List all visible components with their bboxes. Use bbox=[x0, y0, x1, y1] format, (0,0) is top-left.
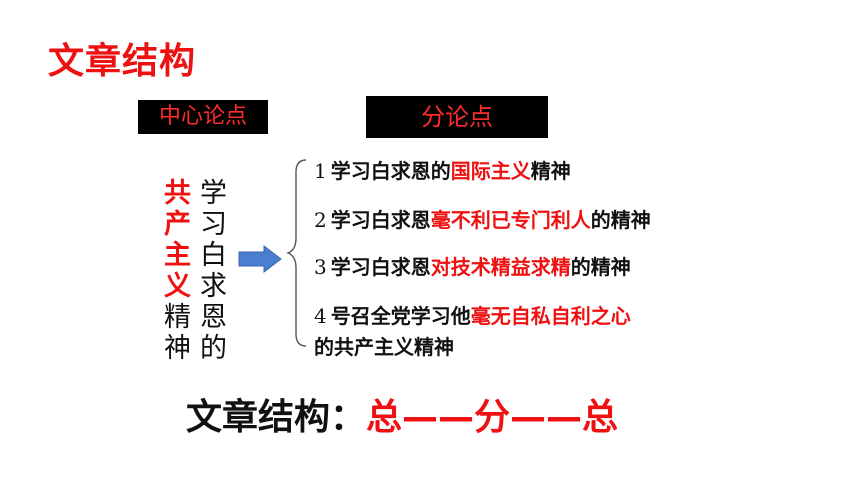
summary-dash: —— bbox=[402, 397, 475, 438]
sub-argument-4-line-2: 的共产主义精神 bbox=[314, 335, 454, 359]
summary-part: 总 bbox=[582, 397, 619, 438]
left-brace-icon bbox=[286, 159, 307, 347]
thesis-char: 产 bbox=[164, 209, 191, 240]
thesis-char: 共 bbox=[164, 178, 191, 209]
item-number: 2 bbox=[314, 208, 327, 232]
summary-dash: —— bbox=[510, 397, 583, 438]
item-text: 学习白求恩 bbox=[330, 255, 431, 279]
central-thesis-red-column: 共 产 主 义 bbox=[164, 178, 191, 302]
sub-arguments-label: 分论点 bbox=[366, 96, 548, 138]
summary-part: 总 bbox=[366, 397, 403, 438]
item-highlight: 毫不利已专门利人 bbox=[430, 208, 591, 232]
thesis-char: 义 bbox=[164, 271, 191, 302]
central-thesis-label: 中心论点 bbox=[138, 100, 268, 134]
structure-summary: 文章结构：总——分——总 bbox=[186, 394, 618, 442]
item-number: 4 bbox=[314, 304, 327, 328]
thesis-char: 学 bbox=[200, 178, 227, 209]
thesis-char: 神 bbox=[164, 333, 191, 364]
item-text: 精神 bbox=[530, 159, 571, 183]
page-title: 文章结构 bbox=[48, 41, 197, 82]
item-highlight: 毫无自私自利之心 bbox=[470, 304, 631, 328]
item-text: 号召全党学习他 bbox=[330, 304, 471, 328]
thesis-char: 的 bbox=[200, 333, 227, 364]
summary-part: 分 bbox=[474, 397, 511, 438]
item-text: 学习白求恩的 bbox=[330, 159, 451, 183]
thesis-char: 白 bbox=[200, 240, 227, 271]
summary-label: 文章结构： bbox=[186, 397, 367, 438]
item-highlight: 国际主义 bbox=[450, 159, 531, 183]
item-number: 3 bbox=[314, 255, 327, 279]
thesis-char: 求 bbox=[200, 271, 227, 302]
thesis-char: 主 bbox=[164, 240, 191, 271]
item-text: 的精神 bbox=[590, 208, 651, 232]
item-text: 学习白求恩 bbox=[330, 208, 431, 232]
thesis-char: 精 bbox=[164, 302, 191, 333]
right-arrow-icon bbox=[238, 245, 282, 273]
thesis-char: 恩 bbox=[200, 302, 227, 333]
item-text: 的精神 bbox=[570, 255, 631, 279]
item-number: 1 bbox=[314, 159, 327, 183]
thesis-char: 习 bbox=[200, 209, 227, 240]
central-thesis-black-column: 精 神 bbox=[164, 302, 191, 364]
central-thesis-column-2: 学 习 白 求 恩 的 bbox=[200, 178, 227, 364]
item-highlight: 对技术精益求精 bbox=[430, 255, 571, 279]
